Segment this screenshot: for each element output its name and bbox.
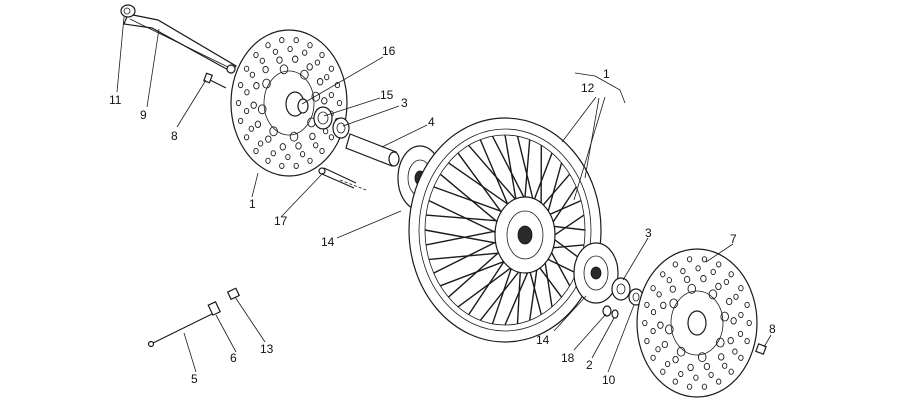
- callout-8-right: 8: [769, 322, 776, 336]
- bolt-part-8-upper: [204, 73, 226, 88]
- nipple-part-6: [208, 302, 220, 315]
- callout-14-right: 14: [536, 333, 550, 347]
- left-brake-disc-part-1: [231, 30, 347, 176]
- callout-1-right: 1: [603, 67, 610, 81]
- spacer-tube-part-4: [346, 134, 399, 166]
- nipple-part-13: [228, 288, 240, 299]
- bearing-part-15: [314, 107, 332, 129]
- callout-10: 10: [602, 373, 616, 387]
- callout-14-left: 14: [321, 235, 335, 249]
- callout-1-left: 1: [249, 197, 256, 211]
- callout-9: 9: [140, 108, 147, 122]
- callout-7: 7: [730, 232, 737, 246]
- callout-8-upper: 8: [171, 129, 178, 143]
- axle-part-9: [124, 14, 236, 73]
- callout-4: 4: [428, 115, 435, 129]
- callout-18: 18: [561, 351, 575, 365]
- callout-2: 2: [586, 358, 593, 372]
- callout-15: 15: [380, 88, 394, 102]
- callout-3-left: 3: [401, 96, 408, 110]
- wheel-hub: [495, 197, 555, 273]
- spoke-part-5: [149, 313, 215, 347]
- spacer-part-11: [121, 5, 135, 17]
- pin-part-17: [319, 168, 356, 188]
- hub-flange-part-14-right: [574, 243, 618, 303]
- callout-11: 11: [109, 93, 122, 107]
- bearing-part-3-right: [612, 278, 630, 300]
- callout-17: 17: [274, 214, 288, 228]
- callout-12: 12: [581, 81, 595, 95]
- callout-13: 13: [260, 342, 274, 356]
- callout-6: 6: [230, 351, 237, 365]
- bearing-part-3-left: [333, 118, 349, 138]
- callout-5: 5: [191, 372, 198, 386]
- right-brake-disc-part-7: [637, 249, 757, 397]
- washer-part-18: [603, 306, 611, 316]
- callout-3-right: 3: [645, 226, 652, 240]
- bolt-part-2: [612, 310, 618, 318]
- callout-16: 16: [382, 44, 396, 58]
